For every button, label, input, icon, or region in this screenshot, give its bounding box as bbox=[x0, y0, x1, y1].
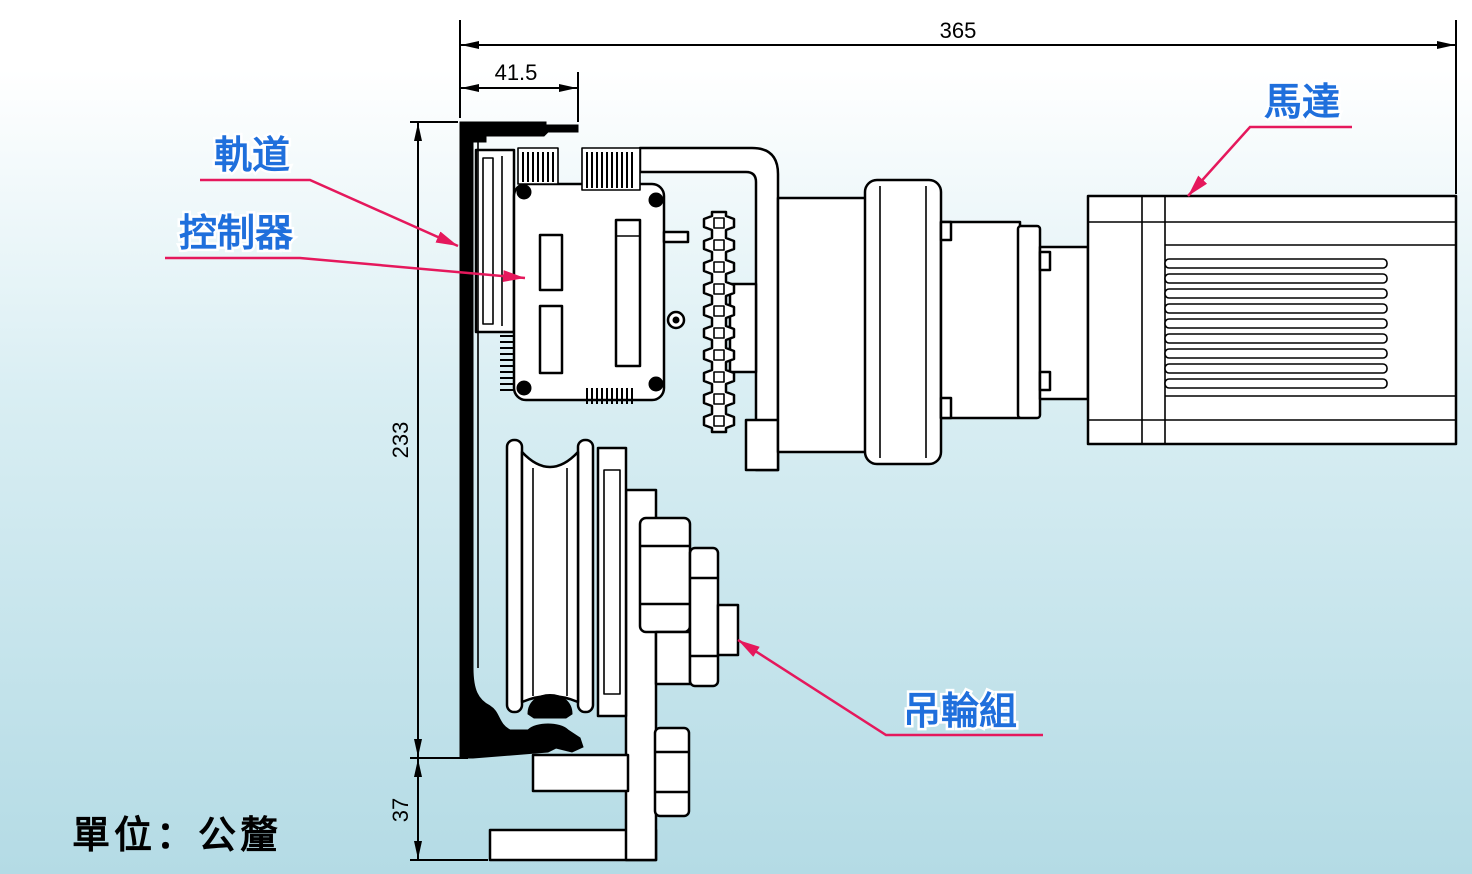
rail bbox=[459, 121, 584, 759]
chain-window bbox=[713, 415, 725, 427]
axle-nut-small bbox=[688, 546, 720, 688]
dimension-overall-length: 365 bbox=[459, 18, 1457, 194]
nut-body bbox=[638, 516, 692, 634]
axle-nut-large bbox=[638, 516, 692, 634]
coupling-bolt bbox=[1038, 250, 1052, 272]
wheel-groove bbox=[520, 450, 580, 704]
mount-nut bbox=[653, 726, 691, 818]
dimension-value: 233 bbox=[388, 422, 413, 459]
terminal-strip bbox=[614, 218, 642, 368]
motor-fin bbox=[1164, 378, 1388, 389]
chain-window bbox=[713, 261, 725, 273]
motor-fin bbox=[1164, 333, 1388, 344]
rail-bead bbox=[527, 694, 573, 719]
nut-body bbox=[653, 726, 691, 818]
controller-connector bbox=[662, 230, 690, 244]
gearbox-housing bbox=[776, 196, 870, 454]
corner-screw bbox=[516, 184, 532, 200]
mounting-screw-center bbox=[672, 316, 680, 324]
corner-screw bbox=[648, 376, 664, 392]
controller-heatsink-top-right bbox=[581, 147, 641, 191]
motor-leader-line bbox=[1187, 125, 1352, 197]
grooved-wheel bbox=[505, 438, 595, 714]
spacer-block bbox=[531, 753, 630, 793]
controller bbox=[500, 147, 690, 404]
rail-leader-line bbox=[200, 178, 459, 248]
indicator-window bbox=[538, 233, 564, 292]
corner-screw bbox=[516, 380, 532, 396]
gearbox-flange bbox=[863, 178, 943, 466]
wheel-hub-inner bbox=[603, 469, 621, 695]
motor-fin bbox=[1164, 363, 1388, 374]
carriage-plate bbox=[474, 148, 516, 334]
axle-bolt-end bbox=[716, 603, 740, 657]
coupling-bolt bbox=[1038, 370, 1052, 392]
wheel-flange bbox=[576, 438, 595, 714]
chain-window bbox=[713, 239, 725, 251]
motor-fin bbox=[1164, 288, 1388, 299]
motor-label: 馬達 bbox=[1264, 80, 1340, 124]
dimension-value: 365 bbox=[940, 18, 977, 43]
chain-window bbox=[713, 393, 725, 405]
controller-heatsink-bottom bbox=[586, 388, 633, 404]
dimension-lower-height: 37 bbox=[388, 759, 488, 861]
sprocket-teeth bbox=[702, 210, 736, 434]
dimension-upper-height: 233 bbox=[388, 121, 468, 759]
bracket-foot bbox=[744, 418, 780, 472]
wheel-assembly bbox=[488, 438, 740, 862]
motor-fin bbox=[1164, 258, 1388, 269]
carriage-slot bbox=[482, 157, 494, 325]
reducer-body bbox=[939, 220, 1022, 420]
controller-label: 控制器 bbox=[179, 211, 294, 255]
dimension-value: 37 bbox=[388, 798, 413, 822]
motor-fin bbox=[1164, 273, 1388, 284]
washer bbox=[654, 630, 692, 686]
corner-screw bbox=[648, 192, 664, 208]
drive-sprocket bbox=[702, 210, 758, 434]
chain-window bbox=[713, 283, 725, 295]
reducer-cap bbox=[1016, 224, 1042, 420]
chain-window bbox=[713, 217, 725, 229]
controller-heatsink-left bbox=[500, 335, 514, 391]
controller-leader-line bbox=[165, 256, 526, 283]
gearbox bbox=[776, 178, 1090, 466]
motor bbox=[1086, 194, 1458, 446]
wheel-assembly-leader-line bbox=[737, 638, 1043, 737]
motor-fin bbox=[1164, 303, 1388, 314]
controller-housing bbox=[512, 182, 666, 402]
controller-heatsink-top-left bbox=[517, 147, 559, 185]
unit-note: 單位：公釐 bbox=[72, 813, 282, 857]
wheel-flange bbox=[505, 438, 524, 714]
sprocket-chain-windows bbox=[713, 217, 725, 427]
chain-window bbox=[713, 327, 725, 339]
dimension-value: 41.5 bbox=[495, 60, 538, 85]
flange-bolt bbox=[939, 396, 953, 420]
rail-label: 軌道 bbox=[214, 133, 290, 177]
chain-window bbox=[713, 371, 725, 383]
wheel-assembly-label: 吊輪組 bbox=[903, 689, 1017, 733]
chain-window bbox=[713, 349, 725, 361]
motor-fin bbox=[1164, 348, 1388, 359]
motor-fin bbox=[1164, 318, 1388, 329]
carriage-body bbox=[474, 148, 516, 334]
flange-bolt bbox=[939, 220, 953, 242]
rail-profile bbox=[459, 121, 584, 759]
chain-window bbox=[713, 305, 725, 317]
dimension-rail-flange: 41.5 bbox=[461, 60, 579, 122]
indicator-window bbox=[538, 304, 564, 375]
motor-cooling-fins bbox=[1164, 258, 1388, 389]
nut-body bbox=[688, 546, 720, 688]
